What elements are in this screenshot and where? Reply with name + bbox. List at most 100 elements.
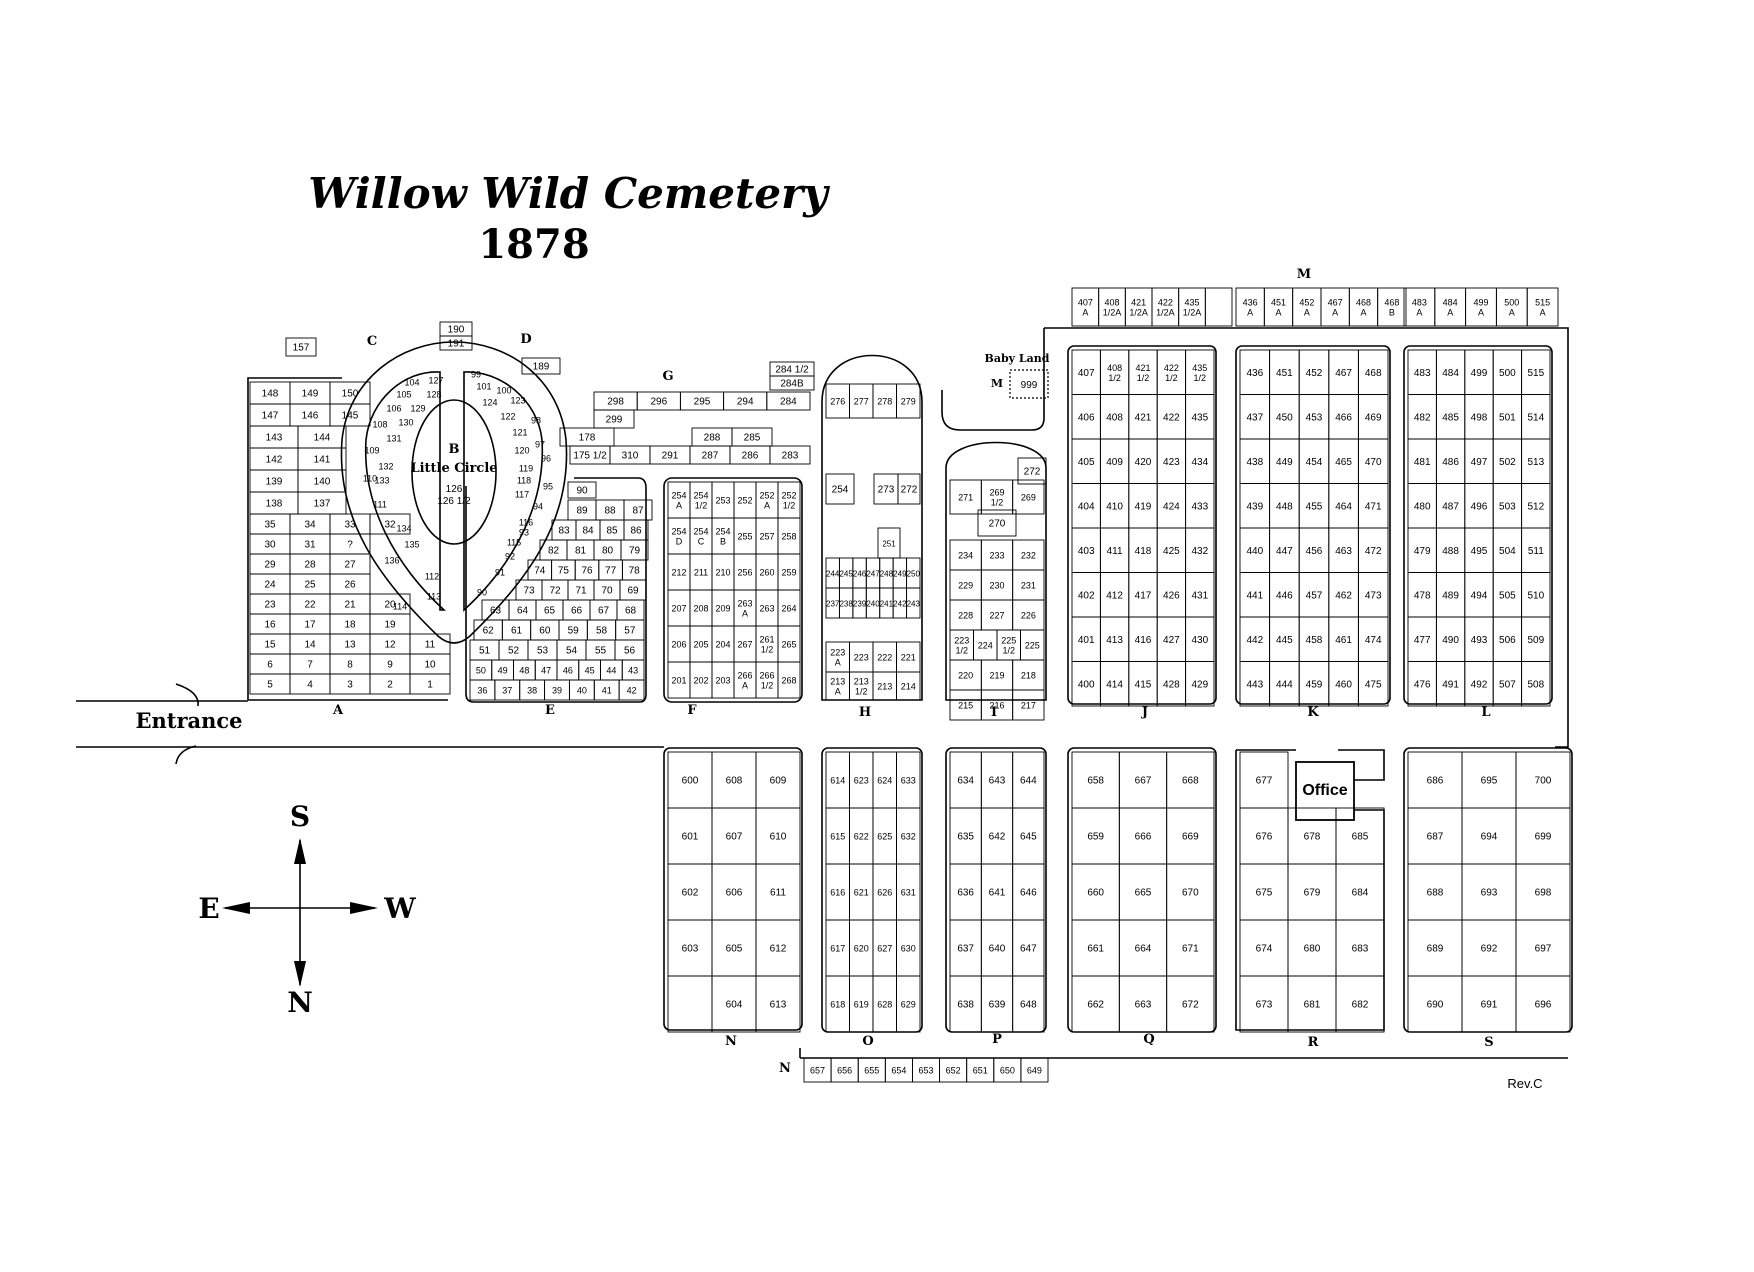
section-h-lot: 238 (839, 600, 853, 609)
section-a-lot: 143 (266, 433, 283, 444)
section-s-lot: 689 (1427, 944, 1444, 955)
section-k-lot: 461 (1335, 635, 1352, 646)
section-g-lot: 283 (782, 451, 799, 462)
section-a-lot-cell (409, 673, 451, 695)
section-a-lot: 25 (304, 580, 316, 591)
section-label-j: J (1141, 705, 1148, 720)
section-a-lot: 191 (448, 339, 465, 350)
section-o-lot: 615 (830, 832, 845, 842)
section-a-lot: 31 (304, 540, 316, 551)
section-e-lot: 55 (595, 646, 607, 657)
section-e-lot: 37 (502, 686, 512, 696)
section-i-lot: 269 (989, 488, 1004, 498)
section-k-lot: 450 (1276, 412, 1293, 423)
section-h-lot: 244 (826, 570, 840, 579)
section-a-lot-cell (439, 335, 473, 351)
section-m-lot: 435 (1184, 298, 1199, 308)
section-h-lot: 239 (853, 600, 867, 609)
section-m-lot: 1/2A (1156, 308, 1175, 318)
section-r-lot: 682 (1352, 1000, 1369, 1011)
section-j-lot-cell (1185, 661, 1215, 707)
section-g-lot: 291 (662, 451, 679, 462)
section-j-lot: 434 (1191, 457, 1208, 468)
section-i-lot: 215 (958, 701, 973, 711)
baby-land-section: M (991, 377, 1003, 390)
section-q-lot: 661 (1087, 944, 1104, 955)
section-label-n-lower: N (779, 1061, 791, 1076)
section-j-lot: 420 (1135, 457, 1152, 468)
little-circle-lot: 126 (446, 484, 463, 495)
section-d-lot: 116 (519, 518, 533, 528)
section-r-lot-cell (1335, 975, 1385, 1033)
section-f-lot: 255 (737, 532, 752, 542)
section-n-lower-lot: 652 (946, 1066, 961, 1076)
section-o-lot: 616 (830, 888, 845, 898)
section-l-lot: 506 (1499, 635, 1516, 646)
section-m-lot: 452 (1299, 298, 1314, 308)
section-k-lot: 465 (1335, 457, 1352, 468)
section-j-lot: 1/2 (1194, 373, 1207, 383)
section-f-lot: 254 (671, 491, 686, 501)
section-m-lot: 468 (1384, 298, 1399, 308)
section-h-lot: 241 (880, 600, 894, 609)
section-a-lot: 9 (387, 660, 393, 671)
section-n-lot: 605 (726, 944, 743, 955)
section-g-lot-cell (769, 445, 811, 465)
section-f-lot: A (676, 501, 682, 511)
section-i-lot: 233 (989, 551, 1004, 561)
section-l-lot: 507 (1499, 679, 1516, 690)
section-j-lot: 402 (1078, 590, 1095, 601)
section-d-lot: 120 (514, 446, 529, 456)
section-p-lot: 639 (989, 1000, 1006, 1011)
section-l-lot: 479 (1414, 546, 1431, 557)
section-o-lot-cell (896, 975, 921, 1033)
section-d-lot: 115 (507, 538, 521, 548)
section-label-m: M (1297, 267, 1311, 282)
compass-north-label: N (287, 986, 313, 1019)
section-j-lot: 419 (1135, 501, 1152, 512)
section-r-lot: 679 (1304, 888, 1321, 899)
section-c-lot: 131 (386, 434, 401, 444)
section-e-lot: 64 (517, 606, 529, 617)
section-l-lot: 508 (1527, 679, 1544, 690)
section-c-lot: 136 (384, 556, 399, 566)
section-e-lot: 38 (527, 686, 537, 696)
section-l-lot: 493 (1471, 635, 1488, 646)
section-a-lot: 30 (264, 540, 276, 551)
section-a-lot: 33 (344, 520, 356, 531)
section-j-lot: 424 (1163, 501, 1180, 512)
section-e-lot: 89 (576, 506, 588, 517)
section-n-lot: 611 (770, 888, 786, 899)
section-f-lot: A (742, 609, 748, 619)
section-p-lot: 640 (989, 944, 1006, 955)
section-a-lot: 10 (424, 660, 436, 671)
section-l-lot: 477 (1414, 635, 1431, 646)
section-s-lot: 690 (1427, 1000, 1444, 1011)
section-e-lot: 82 (548, 546, 560, 557)
section-f-lot: 205 (693, 640, 708, 650)
section-f-lot: 254 (671, 527, 686, 537)
section-e-lot: 59 (568, 626, 580, 637)
section-m-lot: A (1304, 308, 1310, 318)
section-d-lot: 122 (500, 412, 515, 422)
section-o-lot: 629 (901, 1000, 916, 1010)
section-f-lot: 266 (737, 671, 752, 681)
section-q-lot: 671 (1182, 944, 1199, 955)
section-h-lot: 278 (877, 397, 892, 407)
section-m-lot: 515 (1535, 298, 1550, 308)
section-e-lot: 70 (601, 586, 613, 597)
section-e-lot: 52 (508, 646, 520, 657)
section-r-lot: 675 (1256, 888, 1273, 899)
section-o-lot: 623 (854, 776, 869, 786)
section-j-lot: 427 (1163, 635, 1180, 646)
section-n-lot: 613 (770, 1000, 787, 1011)
section-e-lot: 61 (511, 626, 523, 637)
section-m-lot: A (1416, 308, 1422, 318)
section-g-lot: 288 (704, 433, 721, 444)
section-s-lot-cell (1515, 975, 1571, 1033)
section-d-lot: 96 (541, 454, 551, 464)
section-m-lot: 468 (1356, 298, 1371, 308)
section-e-lot: 69 (627, 586, 639, 597)
